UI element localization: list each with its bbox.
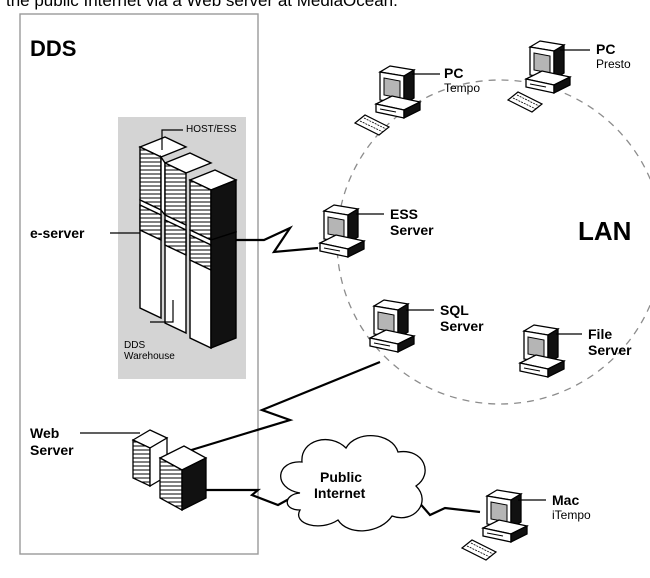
mac-itempo-icon [482,489,528,543]
internet-label-1: Public [320,469,363,485]
pc-tempo-title: PC [444,65,464,81]
ess-server-title-1: ESS [390,206,419,222]
internet-label-2: Internet [314,485,366,501]
file-server-icon [519,324,565,378]
sql-server-title-2: Server [440,318,484,334]
dds-warehouse-label-2: Warehouse [124,351,175,362]
eserver-tower-icon [138,136,238,350]
lan-label: LAN [578,216,632,246]
file-server-title-1: File [588,326,613,342]
ess-server-title-2: Server [390,222,434,238]
mac-title: Mac [552,492,580,508]
dds-warehouse-label-1: DDS [124,340,146,351]
eserver-label: e-server [30,225,85,241]
ess-server-icon [319,204,365,258]
sql-server-title-1: SQL [440,302,469,318]
pc-presto-subtitle: Presto [596,57,631,71]
dds-title: DDS [30,36,77,61]
file-server-title-2: Server [588,342,632,358]
mac-subtitle: iTempo [552,508,591,522]
link-web-sql [174,360,381,457]
web-server-label-1: Web [30,425,60,441]
link-web-internet [205,488,301,507]
sql-server-icon [369,299,415,353]
host-ess-label: HOST/ESS [186,124,237,135]
web-server-icon [131,429,208,512]
web-server-label-2: Server [30,442,74,458]
pc-presto-title: PC [596,41,616,57]
caption: the public Internet via a Web server at … [6,0,398,10]
link-eserver-ess [236,225,319,254]
pc-presto-icon [525,40,571,94]
pc-tempo-subtitle: Tempo [444,81,481,95]
internet-cloud-icon [280,435,426,532]
